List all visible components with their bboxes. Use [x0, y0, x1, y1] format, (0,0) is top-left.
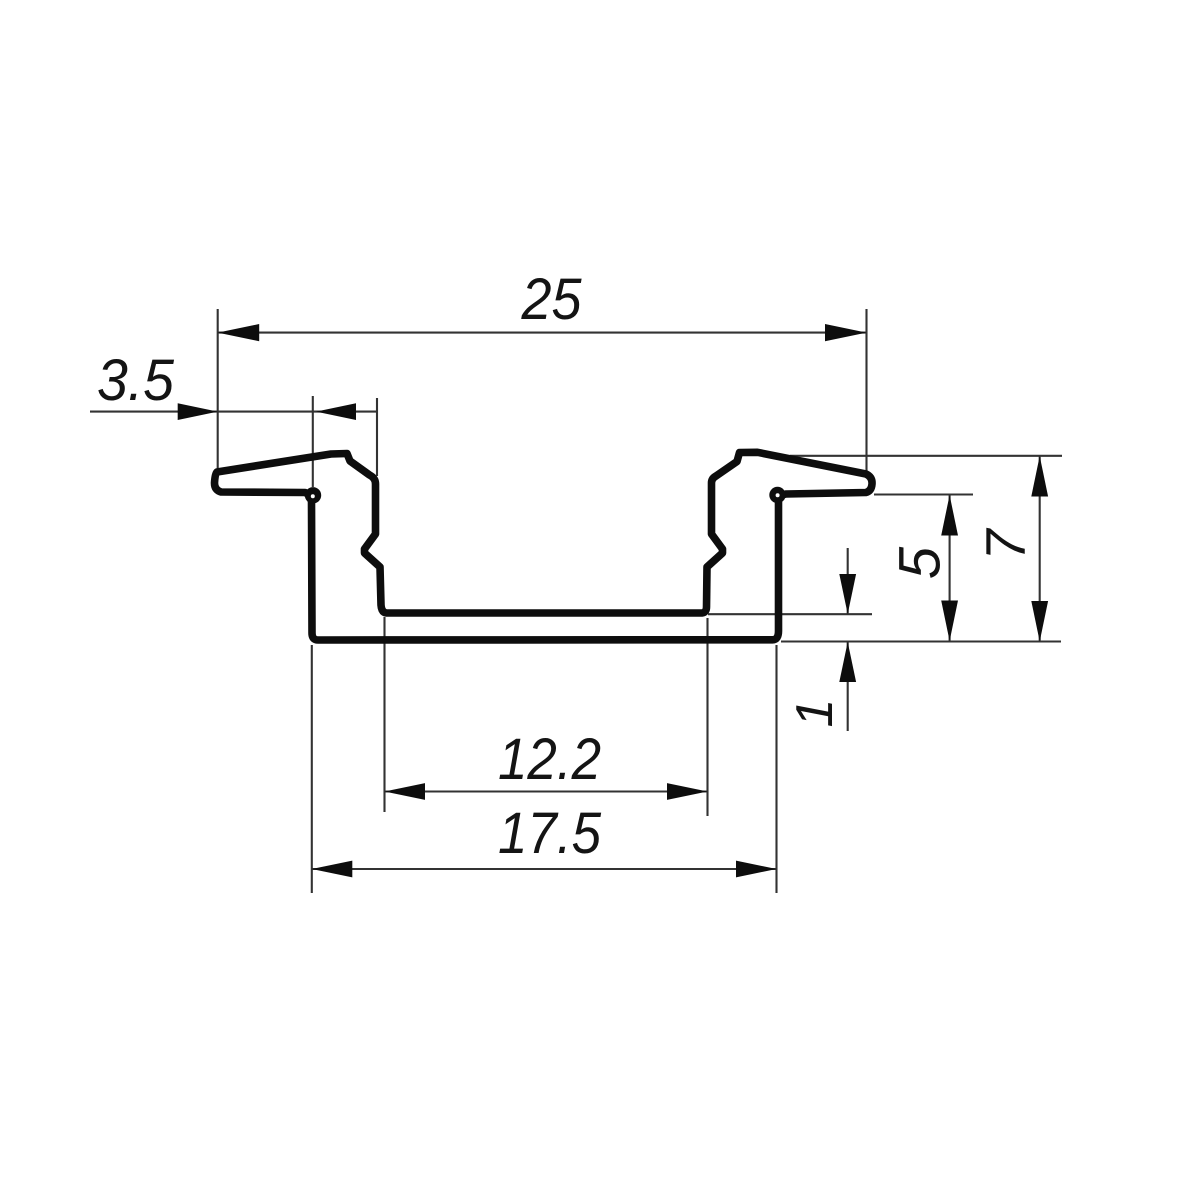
svg-text:7: 7: [974, 528, 1037, 561]
svg-text:25: 25: [521, 267, 583, 332]
svg-text:1: 1: [786, 699, 844, 728]
svg-text:12.2: 12.2: [498, 727, 601, 792]
svg-text:3.5: 3.5: [97, 348, 175, 413]
svg-text:17.5: 17.5: [498, 801, 602, 866]
svg-text:5: 5: [888, 546, 953, 579]
